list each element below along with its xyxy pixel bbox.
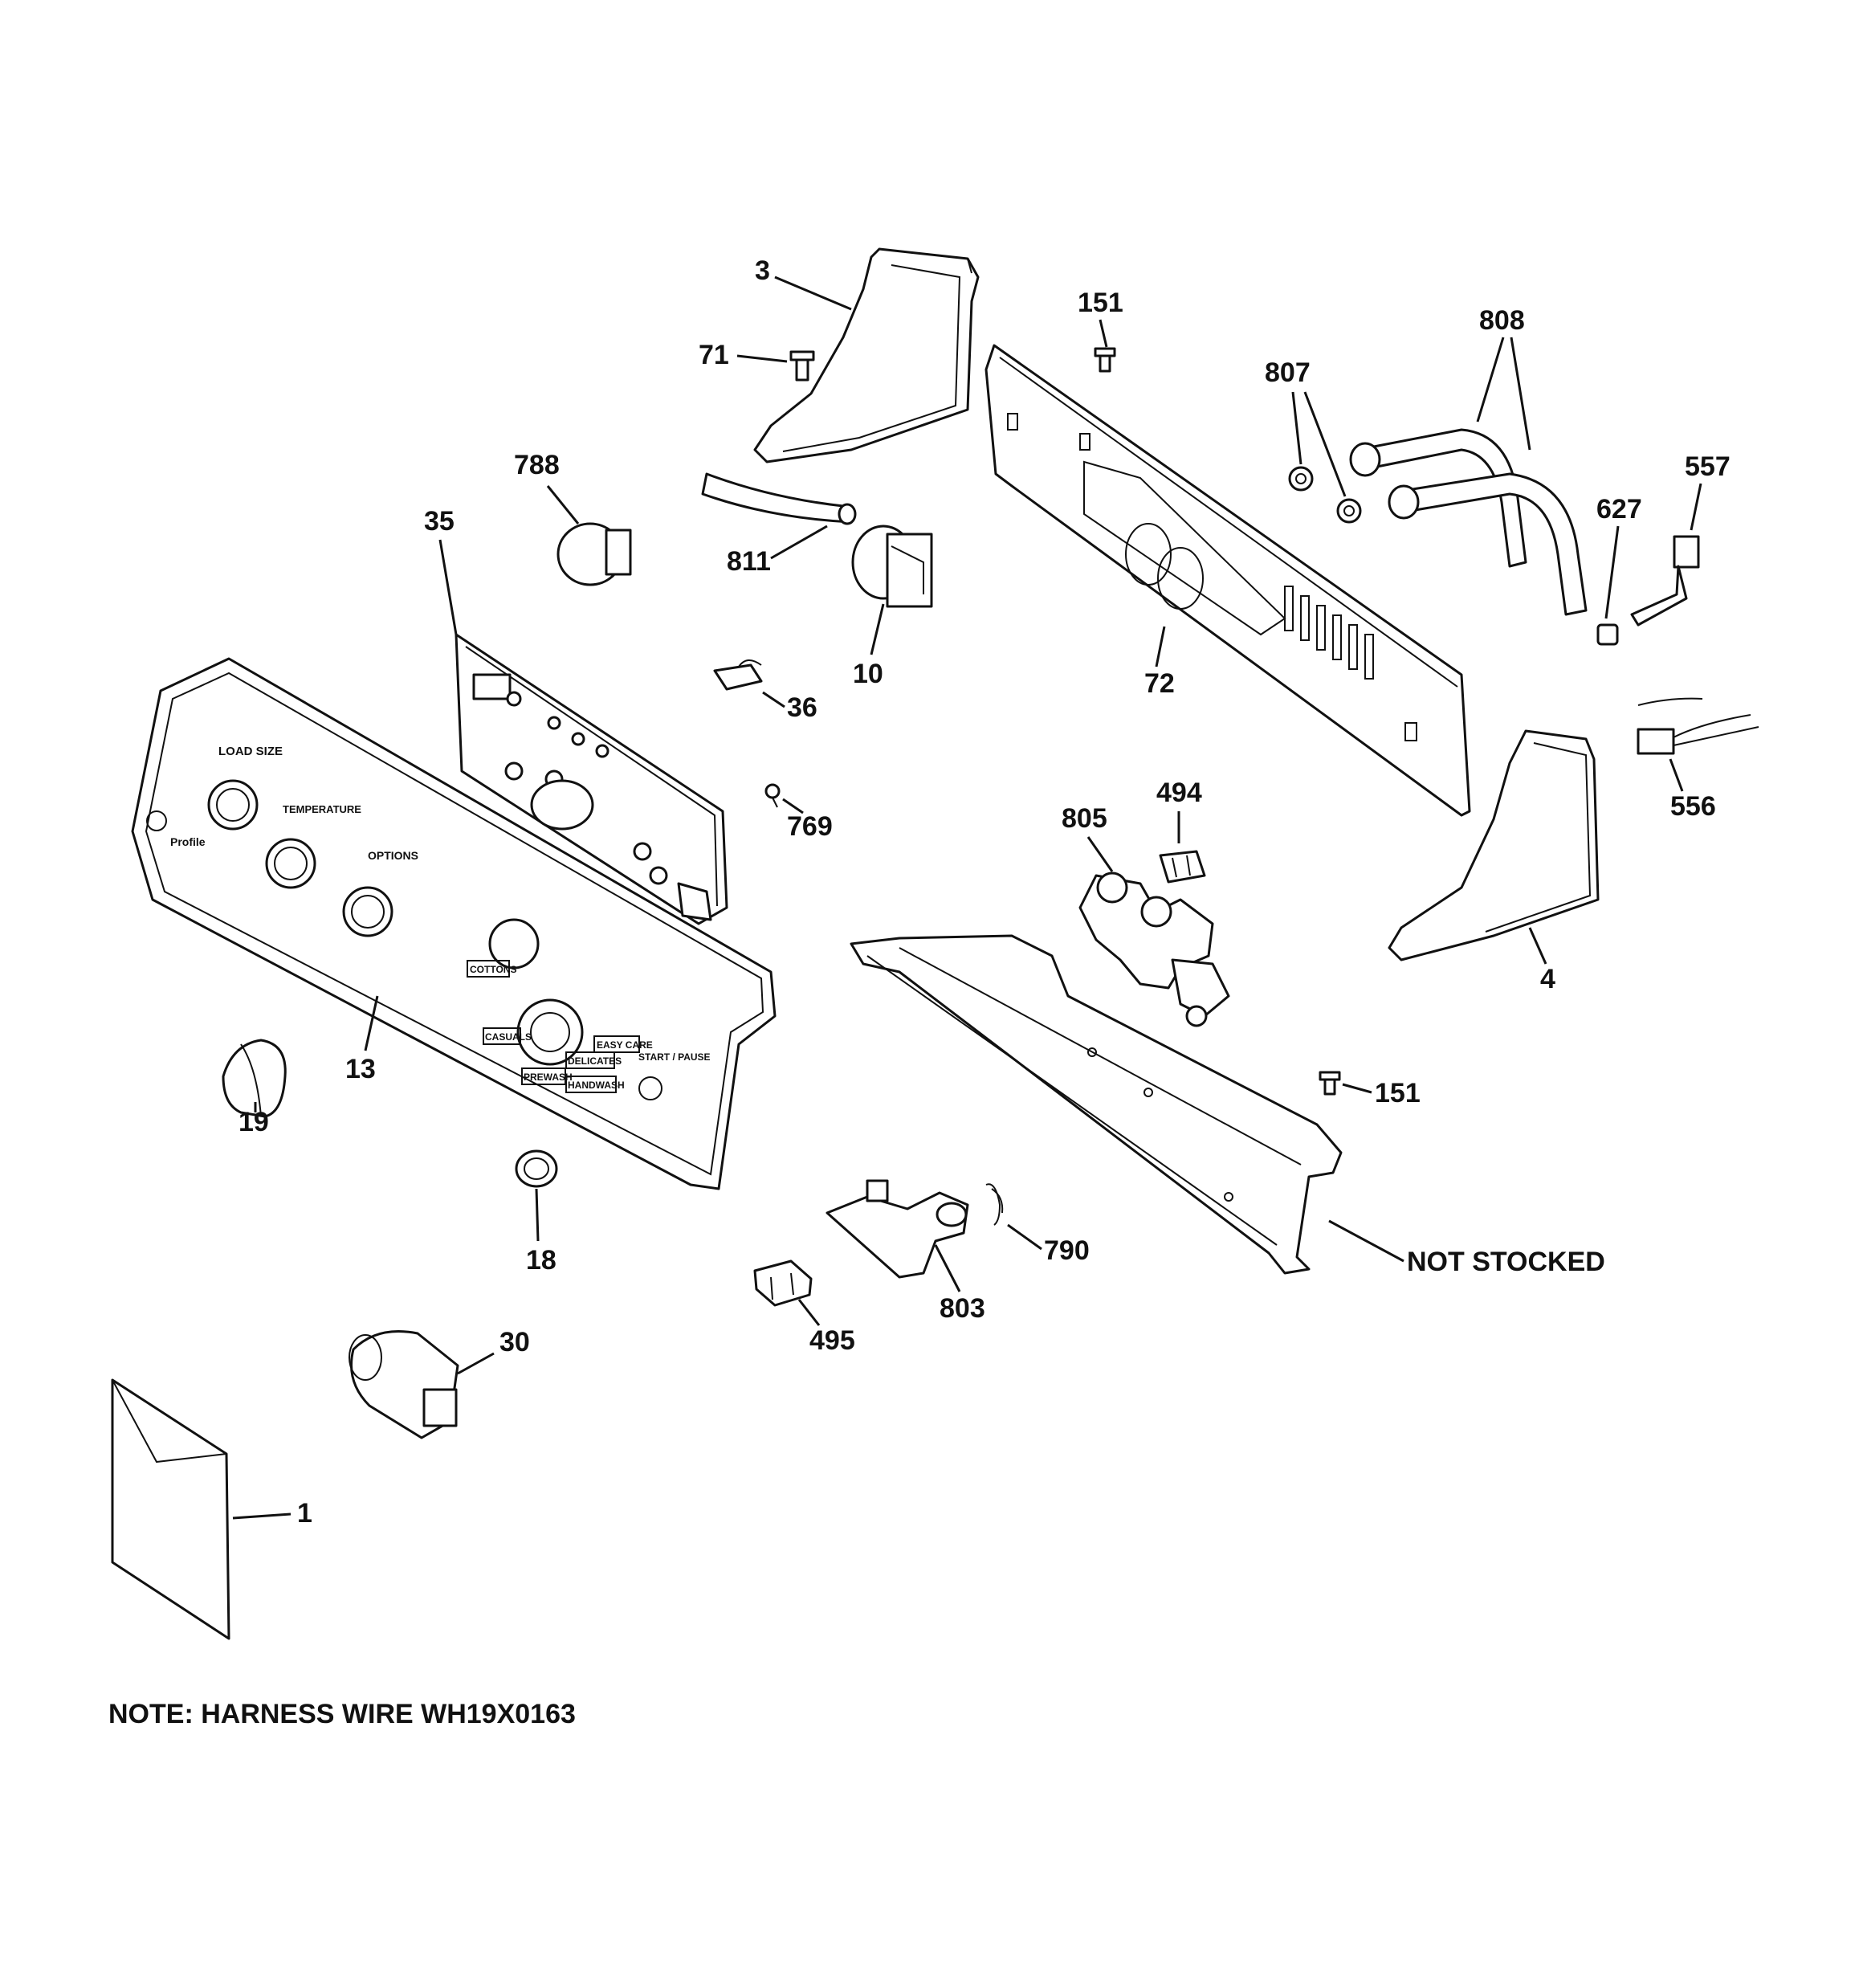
leader-495 <box>797 1299 821 1326</box>
control-board-35 <box>455 633 728 925</box>
leader-1 <box>232 1512 291 1520</box>
leader-13 <box>364 995 379 1051</box>
options-text: OPTIONS <box>368 849 418 862</box>
callout-13: 13 <box>345 1054 376 1084</box>
leader-35 <box>438 539 458 635</box>
pressure-switch-10 <box>851 525 933 608</box>
leader-not-stocked <box>1328 1219 1404 1263</box>
delicates-text: DELICATES <box>568 1055 622 1067</box>
cottons-text: COTTONS <box>470 964 516 975</box>
callout-36: 36 <box>787 692 817 723</box>
leader-769 <box>782 798 804 814</box>
harness-556 <box>1637 697 1759 755</box>
callout-495: 495 <box>809 1325 855 1356</box>
callout-71: 71 <box>699 340 729 370</box>
fill-hoses-808 <box>1349 428 1588 616</box>
connector-36 <box>713 659 763 691</box>
leader-803 <box>934 1244 961 1292</box>
clip-627 <box>1596 623 1619 646</box>
callout-4: 4 <box>1540 964 1555 994</box>
power-cord-plug-557 <box>1630 535 1700 627</box>
handwash-text: HANDWASH <box>568 1080 625 1091</box>
callout-627: 627 <box>1596 494 1642 525</box>
screw-769 <box>764 783 781 808</box>
leader-151-top <box>1099 319 1108 348</box>
callout-not-stocked: NOT STOCKED <box>1407 1247 1605 1277</box>
leader-3 <box>774 276 852 311</box>
connector-495 <box>753 1259 813 1307</box>
callout-769: 769 <box>787 811 833 842</box>
callout-151-top: 151 <box>1078 288 1123 318</box>
screw-151-bottom <box>1319 1071 1341 1096</box>
callout-556: 556 <box>1670 791 1716 822</box>
callout-557: 557 <box>1685 451 1731 482</box>
tube-811 <box>701 472 857 525</box>
callout-811: 811 <box>727 546 771 577</box>
callout-805: 805 <box>1062 803 1107 834</box>
easy-care-text: EASY CARE <box>597 1039 653 1051</box>
callout-18: 18 <box>526 1245 556 1276</box>
leader-811 <box>770 525 828 560</box>
leader-808b <box>1510 337 1531 451</box>
side-bracket-left <box>753 247 980 463</box>
screw-71 <box>789 350 815 382</box>
water-valve-805 <box>1078 872 1230 1027</box>
callout-494: 494 <box>1156 778 1202 808</box>
capacitor-30 <box>349 1330 459 1439</box>
callout-807: 807 <box>1265 357 1311 388</box>
casuals-text: CASUALS <box>485 1031 532 1043</box>
leader-807a <box>1291 391 1302 465</box>
callout-1: 1 <box>297 1498 312 1529</box>
start-pause-text: START / PAUSE <box>638 1051 711 1063</box>
clip-790 <box>985 1183 1004 1226</box>
callout-790: 790 <box>1044 1235 1090 1266</box>
leader-790 <box>1007 1223 1042 1251</box>
leader-151-bottom <box>1342 1083 1372 1094</box>
callout-72: 72 <box>1144 668 1175 699</box>
literature-envelope-1 <box>111 1378 230 1640</box>
leader-36 <box>762 691 785 708</box>
callout-10: 10 <box>853 659 883 689</box>
switch-788 <box>556 522 632 586</box>
leader-627 <box>1604 525 1620 619</box>
leader-10 <box>870 603 885 655</box>
leader-30 <box>457 1352 495 1375</box>
leader-557 <box>1690 483 1702 531</box>
load-size-text: LOAD SIZE <box>218 745 283 758</box>
harness-note: NOTE: HARNESS WIRE WH19X0163 <box>108 1699 576 1729</box>
leader-71 <box>736 354 788 363</box>
leader-72 <box>1155 626 1166 667</box>
callout-788: 788 <box>514 450 560 480</box>
callout-803: 803 <box>940 1293 985 1324</box>
washers-807 <box>1288 466 1362 524</box>
callout-19: 19 <box>238 1107 269 1137</box>
temperature-text: TEMPERATURE <box>283 803 361 815</box>
backsplash-panel <box>984 344 1471 817</box>
brand-text: Profile <box>170 835 206 848</box>
button-18 <box>515 1149 558 1188</box>
callout-35: 35 <box>424 506 455 537</box>
leader-788 <box>546 485 580 525</box>
leader-808a <box>1476 337 1505 423</box>
side-bracket-right <box>1388 729 1600 961</box>
callout-151-bottom: 151 <box>1375 1078 1421 1108</box>
screw-151-top <box>1094 347 1116 373</box>
callout-3: 3 <box>755 255 770 286</box>
front-bracket-not-stocked <box>850 934 1343 1275</box>
leader-807b <box>1303 391 1347 497</box>
leader-18 <box>535 1188 540 1242</box>
callout-808: 808 <box>1479 305 1525 336</box>
leader-805 <box>1086 836 1114 872</box>
leader-4 <box>1528 927 1547 965</box>
connector-494 <box>1159 850 1206 884</box>
leader-556 <box>1669 758 1684 792</box>
prewash-text: PREWASH <box>524 1072 573 1083</box>
knob-19 <box>222 1039 287 1118</box>
control-panel-13: Profile LOAD SIZE TEMPERATURE OPTIONS CO… <box>131 657 777 1190</box>
dispenser-803 <box>826 1179 969 1279</box>
callout-30: 30 <box>499 1327 530 1357</box>
